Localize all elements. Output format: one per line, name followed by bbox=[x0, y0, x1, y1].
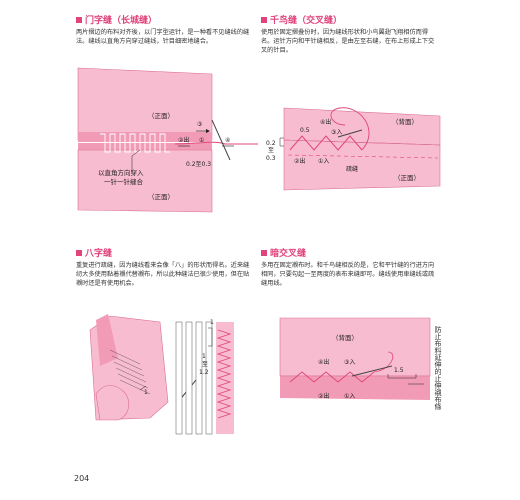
section-title: 暗交叉缝 bbox=[261, 246, 451, 259]
label-15: 1.5 bbox=[394, 367, 404, 374]
measure-15-bracket bbox=[387, 374, 417, 379]
section-title: 八字缝 bbox=[76, 246, 266, 259]
page-number: 204 bbox=[74, 474, 90, 483]
label-step3: ③入 bbox=[331, 129, 342, 136]
side-note-vertical: 防止布料延伸的止伸襯布條 bbox=[434, 326, 442, 410]
label-front: （正面） bbox=[394, 174, 420, 182]
strip-1 bbox=[175, 321, 183, 435]
label-1: 1 bbox=[202, 353, 206, 360]
label-step3: ③入 bbox=[344, 359, 355, 366]
section-title: 门字缝（长城缝） bbox=[76, 13, 266, 26]
bullet-square-icon bbox=[76, 16, 82, 23]
needle-icon bbox=[351, 365, 393, 377]
label-03: 0.3 bbox=[266, 155, 276, 162]
catch-stitches bbox=[289, 371, 375, 383]
label-step1: ① bbox=[199, 137, 204, 144]
label-step4: ④ bbox=[225, 137, 230, 144]
thread-line bbox=[330, 107, 370, 151]
label-02: 0.2 bbox=[266, 140, 276, 147]
herringbone-stitches bbox=[289, 135, 363, 151]
section-blind-catch-stitch: 暗交叉缝 多用在固定襯布时。和千鸟缝相反的是，它和平针缝的行进方向 相同，只要勾… bbox=[261, 246, 451, 288]
label-step3: ③ bbox=[197, 121, 202, 128]
label-front-bottom: （正面） bbox=[148, 193, 174, 201]
section-herringbone-stitch: 千鸟缝（交叉缝） 使用於固定摺叠份时，因为缝线形状和小鸟翼翅飞翔相仿而得 名。运… bbox=[261, 13, 451, 55]
measure-bracket bbox=[279, 137, 284, 147]
leader-line bbox=[139, 385, 147, 391]
label-basting: 疏缝 bbox=[346, 165, 358, 173]
diagonal-stitches bbox=[109, 349, 151, 395]
thread-line bbox=[174, 141, 258, 145]
strip-4 bbox=[205, 321, 213, 435]
hand-icon bbox=[95, 385, 130, 421]
bullet-square-icon bbox=[76, 249, 82, 256]
label-back: （背面） bbox=[392, 117, 418, 126]
mon-stitches bbox=[100, 133, 170, 153]
label-step4: ④出 bbox=[320, 118, 331, 126]
label-step2: ②出 bbox=[294, 157, 305, 165]
fabric-fold bbox=[280, 376, 430, 400]
label-note-1: 以直角方向穿入 bbox=[98, 168, 144, 177]
label-12: 1.2 bbox=[199, 369, 209, 376]
bullet-square-icon bbox=[261, 16, 267, 23]
section-title: 千鸟缝（交叉缝） bbox=[261, 13, 451, 26]
thread-line bbox=[373, 351, 394, 373]
label-to: 至 bbox=[268, 147, 274, 154]
leader-line bbox=[131, 149, 141, 172]
label-1-top: 1 bbox=[210, 319, 214, 326]
label-note-2: 一针一针缝合 bbox=[104, 177, 144, 186]
needle-icon bbox=[337, 129, 363, 138]
label-front-top: （正面） bbox=[148, 112, 174, 120]
strip-2 bbox=[185, 321, 193, 435]
needle-icon bbox=[211, 119, 231, 161]
strip-3 bbox=[195, 321, 203, 435]
section-mon-stitch: 门字缝（长城缝） 两片摺边的布料对齐後，以门字型运针，是一种看不见缝线的缝 法。… bbox=[76, 13, 266, 46]
zigzag-stitches bbox=[216, 329, 232, 419]
label-1-left: 1 bbox=[144, 389, 148, 396]
fabric-back bbox=[279, 317, 431, 377]
label-step2: ②出 bbox=[318, 392, 329, 400]
section-description: 两片摺边的布料对齐後，以门字型运针，是一种看不见缝线的缝 法。缝线以直角方向穿过… bbox=[76, 29, 250, 45]
section-description: 重复进行疏缝，因为缝线看来会像「八」的形状而得名。近来缝 纫大多使用黏着襯代替襯… bbox=[76, 262, 250, 287]
label-step4: ④出 bbox=[318, 358, 329, 366]
label-step2: ②出 bbox=[178, 136, 189, 144]
label-back: （背面） bbox=[332, 333, 358, 342]
section-pad-stitch: 八字缝 重复进行疏缝，因为缝线看来会像「八」的形状而得名。近来缝 纫大多使用黏着… bbox=[76, 246, 266, 288]
label-step1: ①入 bbox=[318, 158, 329, 165]
bullet-square-icon bbox=[261, 249, 267, 256]
label-05: 0.5 bbox=[300, 127, 310, 134]
section-description: 使用於固定摺叠份时，因为缝线形状和小鸟翼翅飞翔相仿而得 名。运针方向和平针缝相反… bbox=[261, 29, 435, 54]
label-to: 至 bbox=[202, 361, 208, 368]
label-measure: 0.2至0.3 bbox=[186, 161, 211, 168]
label-step1: ①入 bbox=[344, 393, 355, 400]
section-description: 多用在固定襯布时。和千鸟缝相反的是，它和平针缝的行进方向 相同，只要勾起一至两度… bbox=[261, 262, 435, 287]
fabric-bottom bbox=[77, 149, 213, 213]
measure-bracket bbox=[208, 327, 213, 347]
